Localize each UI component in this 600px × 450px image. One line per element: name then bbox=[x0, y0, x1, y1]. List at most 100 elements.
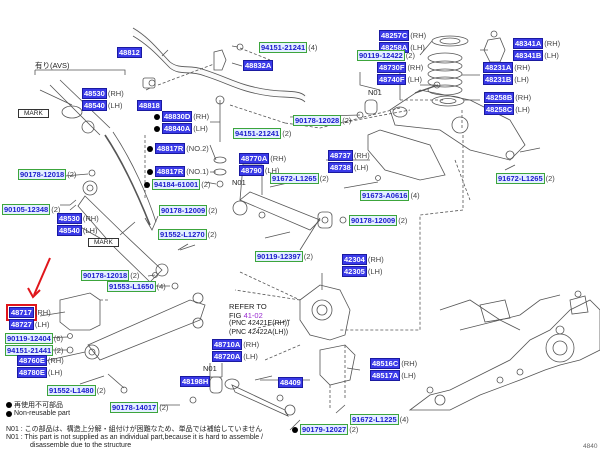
part-row: 48540(LH) bbox=[82, 100, 124, 111]
part-number-link[interactable]: 90179-12027 bbox=[300, 424, 349, 435]
part-callout-stack: 48832A bbox=[243, 60, 274, 71]
part-number-link[interactable]: 48231B bbox=[483, 74, 514, 85]
part-qualifier: (2) bbox=[51, 205, 61, 214]
part-qualifier: (2) bbox=[342, 116, 352, 125]
part-number-link[interactable]: 94184-61001 bbox=[152, 179, 201, 190]
part-number-link[interactable]: 94151-21241 bbox=[259, 42, 308, 53]
part-number-link[interactable]: 48517A bbox=[370, 370, 401, 381]
part-number-link[interactable]: 48198H bbox=[180, 376, 211, 387]
part-row: 91552-L1480(2) bbox=[47, 385, 106, 396]
part-qualifier: (6) bbox=[53, 334, 63, 343]
part-qualifier: (2) bbox=[201, 180, 211, 189]
part-number-link[interactable]: 90178-14017 bbox=[110, 402, 159, 413]
part-qualifier: (4) bbox=[399, 415, 409, 424]
part-number-link[interactable]: 90119-12404 bbox=[5, 333, 53, 344]
part-number-link[interactable]: 48409 bbox=[278, 377, 303, 388]
part-number-link[interactable]: 94151-21241 bbox=[233, 128, 282, 139]
part-number-link[interactable]: 90178-12028 bbox=[293, 115, 342, 126]
part-number-link[interactable]: 90178-12009 bbox=[159, 205, 208, 216]
part-qualifier: (2) bbox=[54, 346, 64, 355]
part-number-link[interactable]: 48840A bbox=[162, 123, 193, 134]
part-number-link[interactable]: 48530 bbox=[57, 213, 82, 224]
part-callout-stack: 48710A(RH)48720A(LH) bbox=[212, 339, 259, 362]
part-number-link[interactable]: 48258C bbox=[484, 104, 515, 115]
part-number-link[interactable]: 91672-L1265 bbox=[496, 173, 545, 184]
part-number-link[interactable]: 91672-L1225 bbox=[350, 414, 399, 425]
part-qualifier: (2) bbox=[545, 174, 555, 183]
part-qualifier: (LH) bbox=[515, 105, 530, 114]
part-number-link[interactable]: 48740F bbox=[377, 74, 407, 85]
part-number-link[interactable]: 48780E bbox=[17, 367, 47, 378]
part-number-link[interactable]: 48818 bbox=[137, 100, 162, 111]
part-number-link[interactable]: 48258B bbox=[484, 92, 515, 103]
part-callout-91552-l1270: 91552-L1270(2) bbox=[158, 229, 217, 240]
part-number-link[interactable]: 90119-12422 bbox=[357, 50, 405, 61]
part-row: 48738(LH) bbox=[328, 162, 370, 173]
part-qualifier: (2) bbox=[159, 403, 169, 412]
part-qualifier: (LH) bbox=[407, 75, 423, 84]
part-number-link[interactable]: 48341A bbox=[513, 38, 544, 49]
part-row: 48817R(NO.1) bbox=[147, 166, 209, 177]
part-number-link[interactable]: 48540 bbox=[82, 100, 107, 111]
part-callout-stack: 48812 bbox=[117, 47, 142, 58]
part-qualifier: (2) bbox=[208, 206, 218, 215]
part-callout-90178-12009a: 90178-12009(2) bbox=[159, 205, 217, 216]
part-number-link[interactable]: 48720A bbox=[212, 351, 243, 362]
part-number-link[interactable]: 90105-12348 bbox=[2, 204, 51, 215]
figure-code: 4840 bbox=[583, 443, 598, 450]
nonreusable-dot-icon bbox=[147, 168, 153, 175]
part-number-link[interactable]: 48832A bbox=[243, 60, 274, 71]
part-qualifier: (LH) bbox=[34, 320, 50, 329]
part-row: 90178-12028(2) bbox=[293, 115, 351, 126]
refer-fig-number[interactable]: 41-02 bbox=[243, 311, 263, 320]
part-qualifier: (RH) bbox=[367, 255, 384, 264]
part-number-link[interactable]: 48727 bbox=[9, 319, 34, 330]
part-callout-stack: 90179-12027(2) bbox=[292, 424, 358, 435]
part-number-link[interactable]: 48516C bbox=[370, 358, 401, 369]
part-row: 91553-L1650(4) bbox=[107, 281, 166, 292]
part-callout-48730: 48730F(RH)48740F(LH) bbox=[377, 62, 423, 85]
part-callout-stack: 48258B(RH)48258C(LH) bbox=[484, 92, 531, 115]
part-number-link[interactable]: 48530 bbox=[82, 88, 107, 99]
part-qualifier: (LH) bbox=[544, 51, 559, 60]
part-number-link[interactable]: 48817R bbox=[155, 166, 186, 177]
part-number-link[interactable]: 48341B bbox=[513, 50, 544, 61]
part-number-link[interactable]: 91673-A0616 bbox=[360, 190, 410, 201]
part-number-link[interactable]: 48738 bbox=[328, 162, 353, 173]
part-number-link[interactable]: 48817R bbox=[155, 143, 186, 154]
part-number-link[interactable]: 91672-L1265 bbox=[270, 173, 319, 184]
part-number-link[interactable]: 91553-L1650 bbox=[107, 281, 156, 292]
part-number-link[interactable]: 48257C bbox=[379, 30, 410, 41]
part-number-link[interactable]: 42304 bbox=[342, 254, 367, 265]
part-number-link[interactable]: 48760E bbox=[17, 355, 47, 366]
part-qualifier: (RH) bbox=[193, 112, 210, 121]
part-qualifier: (4) bbox=[156, 282, 166, 291]
part-number-link[interactable]: 91552-L1480 bbox=[47, 385, 96, 396]
part-number-link[interactable]: 48790 bbox=[239, 165, 264, 176]
part-number-link[interactable]: 90178-12018 bbox=[81, 270, 130, 281]
part-number-link[interactable]: 90178-12018 bbox=[18, 169, 67, 180]
part-number-link[interactable]: 48231A bbox=[483, 62, 514, 73]
part-number-link[interactable]: 42305 bbox=[342, 266, 367, 277]
part-callout-stack: 90178-12009(2) bbox=[159, 205, 217, 216]
part-number-link[interactable]: 91552-L1270 bbox=[158, 229, 207, 240]
part-number-link[interactable]: 48812 bbox=[117, 47, 142, 58]
part-number-link[interactable]: 48730F bbox=[377, 62, 407, 73]
part-callout-stack: 91552-L1480(2) bbox=[47, 385, 106, 396]
part-number-link[interactable]: 90119-12397 bbox=[255, 251, 303, 262]
part-callout-stack: 90119-12404(6) bbox=[5, 333, 63, 344]
part-number-link[interactable]: 48770A bbox=[239, 153, 270, 164]
part-qualifier: (LH) bbox=[401, 371, 416, 380]
part-number-link[interactable]: 48540 bbox=[57, 225, 82, 236]
part-callout-stack: 91672-L1265(2) bbox=[496, 173, 555, 184]
part-callout-stack: 91672-L1265(2) bbox=[270, 173, 329, 184]
part-number-link-highlighted[interactable]: 48717 bbox=[6, 304, 37, 321]
part-number-link[interactable]: 48710A bbox=[212, 339, 243, 350]
part-number-link[interactable]: 48737 bbox=[328, 150, 353, 161]
part-callout-stack: 48818 bbox=[137, 100, 162, 111]
part-qualifier: (RH) bbox=[515, 93, 532, 102]
part-number-link[interactable]: 48830D bbox=[162, 111, 193, 122]
part-number-link[interactable]: 90178-12009 bbox=[349, 215, 398, 226]
refer-figure[interactable]: FIG 41-02 bbox=[229, 311, 263, 320]
